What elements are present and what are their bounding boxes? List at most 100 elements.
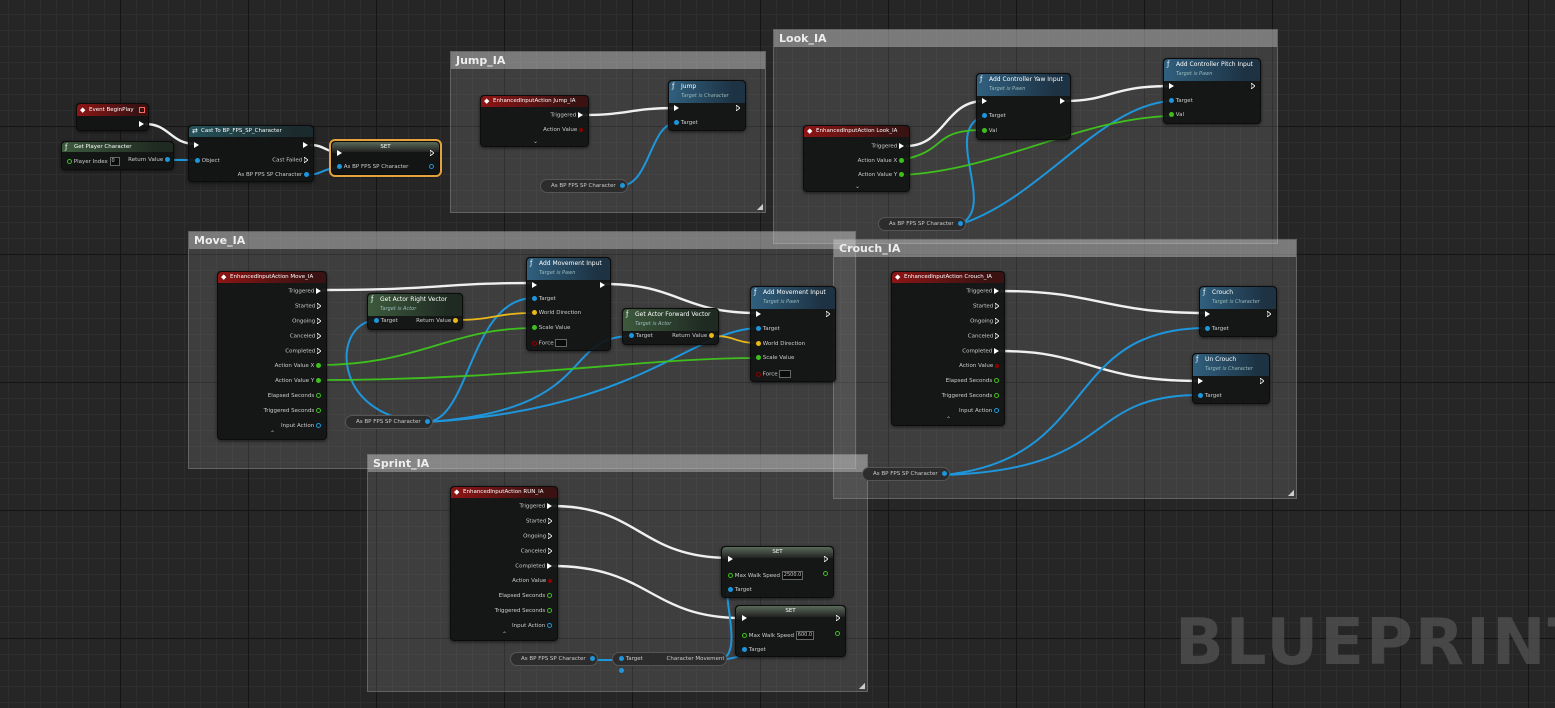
- exec-in-pin[interactable]: [728, 556, 733, 563]
- resize-handle-icon[interactable]: ◢: [756, 202, 763, 211]
- target-pin[interactable]: Target: [374, 318, 398, 324]
- return-value-pin[interactable]: Return Value: [416, 318, 458, 324]
- canceled-pin[interactable]: Canceled: [290, 333, 321, 340]
- triggered-seconds-pin[interactable]: Triggered Seconds: [264, 408, 321, 414]
- target-pin[interactable]: Target: [1205, 326, 1229, 332]
- exec-out-pin[interactable]: [1267, 311, 1271, 318]
- target-pin[interactable]: Target: [1198, 393, 1222, 399]
- target-pin[interactable]: Target: [982, 113, 1006, 119]
- exec-in-pin[interactable]: [532, 282, 537, 289]
- character-variable-getter[interactable]: As BP FPS SP Character: [878, 217, 966, 231]
- set-max-walk-speed-node-2[interactable]: SET Max Walk Speed 600.0 Target: [735, 605, 846, 657]
- set-out-pin[interactable]: [823, 571, 828, 577]
- max-walk-speed-input[interactable]: 600.0: [795, 631, 815, 640]
- character-variable-getter[interactable]: As BP FPS SP Character: [345, 415, 433, 429]
- action-value-pin[interactable]: Action Value: [512, 578, 552, 584]
- action-value-x-pin[interactable]: Action Value X: [275, 363, 321, 369]
- exec-out-pin[interactable]: [1060, 98, 1065, 105]
- exec-out-pin[interactable]: [600, 282, 605, 289]
- set-value-pin[interactable]: As BP FPS SP Character: [337, 164, 408, 170]
- return-value-pin[interactable]: Return Value: [672, 333, 714, 339]
- triggered-pin[interactable]: Triggered: [289, 288, 321, 295]
- look-ia-event-node[interactable]: ◆EnhancedInputAction Look_IA Triggered A…: [803, 125, 910, 192]
- character-variable-getter[interactable]: As BP FPS SP Character: [540, 179, 628, 193]
- triggered-seconds-pin[interactable]: Triggered Seconds: [495, 608, 552, 614]
- as-character-pin[interactable]: As BP FPS SP Character: [238, 172, 309, 178]
- completed-pin[interactable]: Completed: [285, 348, 321, 355]
- completed-pin[interactable]: Completed: [515, 563, 552, 570]
- player-index-pin[interactable]: Player Index 0: [67, 157, 120, 166]
- exec-out-pin[interactable]: [430, 150, 434, 157]
- input-action-pin[interactable]: Input Action: [959, 408, 999, 414]
- input-action-pin[interactable]: Input Action: [512, 623, 552, 629]
- jump-ia-event-node[interactable]: ◆EnhancedInputAction Jump_IA Triggered A…: [480, 95, 589, 147]
- chevron-down-icon[interactable]: ⌄: [855, 183, 861, 190]
- chevron-up-icon[interactable]: ⌃: [946, 416, 952, 423]
- started-pin[interactable]: Started: [295, 303, 321, 310]
- resize-handle-icon[interactable]: ◢: [1287, 488, 1294, 497]
- target-pin[interactable]: Target: [742, 647, 766, 653]
- cast-failed-pin[interactable]: Cast Failed: [272, 157, 308, 164]
- return-value-pin[interactable]: Return Value: [128, 157, 170, 163]
- triggered-pin[interactable]: Triggered: [967, 288, 999, 295]
- move-ia-event-node[interactable]: ◆EnhancedInputAction Move_IA Triggered S…: [217, 271, 327, 440]
- val-pin[interactable]: Val: [982, 128, 997, 134]
- ongoing-pin[interactable]: Ongoing: [970, 318, 999, 325]
- triggered-pin[interactable]: Triggered: [872, 143, 904, 150]
- player-index-input[interactable]: 0: [109, 157, 120, 166]
- max-walk-speed-pin[interactable]: Max Walk Speed 600.0: [742, 631, 815, 640]
- elapsed-seconds-pin[interactable]: Elapsed Seconds: [946, 378, 999, 384]
- cast-to-character-node[interactable]: ⇄Cast To BP_FPS_SP_Character Object Cast…: [188, 125, 314, 182]
- exec-in-pin[interactable]: [674, 105, 679, 112]
- chevron-down-icon[interactable]: ⌄: [533, 138, 539, 145]
- world-direction-pin[interactable]: World Direction: [532, 310, 581, 316]
- max-walk-speed-input[interactable]: 2500.0: [781, 571, 804, 580]
- event-beginplay-node[interactable]: ◆Event BeginPlay: [76, 103, 149, 131]
- set-max-walk-speed-node-1[interactable]: SET Max Walk Speed 2500.0 Target: [721, 546, 834, 598]
- val-pin[interactable]: Val: [1169, 112, 1184, 118]
- action-value-x-pin[interactable]: Action Value X: [858, 158, 904, 164]
- started-pin[interactable]: Started: [973, 303, 999, 310]
- action-value-y-pin[interactable]: Action Value Y: [275, 378, 321, 384]
- character-movement-getter[interactable]: Target Character Movement: [612, 652, 727, 673]
- exec-in-pin[interactable]: [1205, 311, 1210, 318]
- chevron-up-icon[interactable]: ⌃: [270, 430, 276, 437]
- exec-in-pin[interactable]: [337, 150, 342, 157]
- started-pin[interactable]: Started: [526, 518, 552, 525]
- exec-out-pin[interactable]: [826, 311, 830, 318]
- exec-out-pin[interactable]: [139, 121, 144, 128]
- exec-out-pin[interactable]: [1260, 378, 1264, 385]
- ongoing-pin[interactable]: Ongoing: [523, 533, 552, 540]
- sprint-ia-event-node[interactable]: ◆EnhancedInputAction RUN_IA Triggered St…: [450, 486, 558, 641]
- exec-in-pin[interactable]: [194, 142, 199, 149]
- force-pin[interactable]: Force: [532, 339, 568, 347]
- resize-handle-icon[interactable]: ◢: [858, 681, 865, 690]
- exec-in-pin[interactable]: [1169, 83, 1174, 90]
- exec-out-pin[interactable]: [303, 142, 308, 149]
- max-walk-speed-pin[interactable]: Max Walk Speed 2500.0: [728, 571, 804, 580]
- target-pin[interactable]: Target: [756, 326, 780, 332]
- force-pin[interactable]: Force: [756, 370, 792, 378]
- scale-value-pin[interactable]: Scale Value: [532, 325, 570, 331]
- target-pin[interactable]: Target: [728, 587, 752, 593]
- completed-pin[interactable]: Completed: [962, 348, 999, 355]
- scale-value-pin[interactable]: Scale Value: [756, 355, 794, 361]
- exec-out-pin[interactable]: [736, 105, 740, 112]
- input-action-pin[interactable]: Input Action: [281, 423, 321, 429]
- exec-out-pin[interactable]: [1251, 83, 1255, 90]
- set-character-node[interactable]: SET As BP FPS SP Character: [329, 139, 442, 177]
- set-out-pin[interactable]: [835, 631, 840, 637]
- force-checkbox[interactable]: [779, 370, 792, 378]
- triggered-pin[interactable]: Triggered: [551, 112, 583, 119]
- action-value-pin[interactable]: Action Value: [959, 363, 999, 369]
